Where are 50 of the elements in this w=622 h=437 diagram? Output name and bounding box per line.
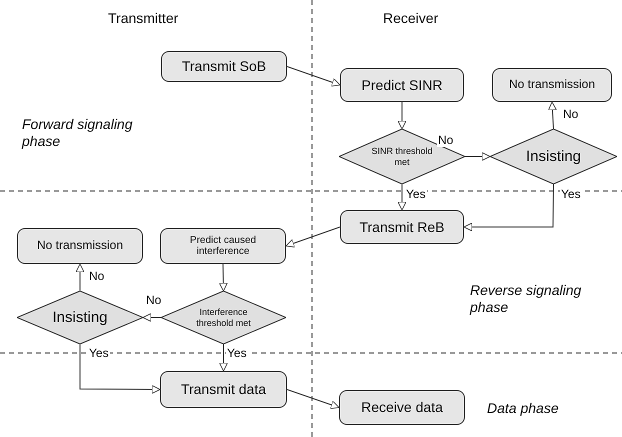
edge-label: No [88,270,106,284]
column-heading: Receiver [383,10,438,27]
arrow [398,102,406,130]
process-box [340,210,464,244]
node-label: Transmit data [180,381,266,398]
arrow [548,102,557,130]
edge-label: Yes [405,188,427,202]
arrow [219,344,228,372]
node-label: Predict SINR [362,76,442,94]
edge-label: Yes [560,188,582,202]
node-label: Predict caused interference [188,234,258,258]
arrow [464,184,554,232]
node-label: SINR threshold met [370,146,434,167]
decision-diamond [161,291,286,344]
arrow [76,264,84,292]
column-heading: Transmitter [108,10,178,27]
decision-diamond [490,129,617,184]
node-label: Receive data [361,399,443,416]
edge-label: No [145,294,162,308]
node-label: Interference threshold met [195,307,252,328]
process-box [161,51,287,82]
decision-diamond [339,129,465,184]
process-box [17,228,143,264]
arrow [142,313,162,322]
edge-label: No [437,134,454,148]
phase-label: Forward signaling phase [22,116,134,150]
edge-label: Yes [88,347,110,360]
arrow [80,344,160,394]
process-box [492,68,612,102]
arrow [218,264,228,292]
node-label: No transmission [36,239,124,253]
node-label: Transmit SoB [182,58,266,75]
node-label: Insisting [526,148,582,166]
process-box [160,371,287,408]
phase-label: Data phase [487,400,559,417]
node-label: Transmit ReB [359,218,445,236]
process-box [340,68,464,102]
arrow [286,226,340,248]
phase-label: Reverse signaling phase [470,282,582,316]
decision-diamond [17,291,143,344]
arrow [286,389,340,410]
process-box [160,228,286,264]
arrow [286,66,340,87]
edge-label: Yes [226,347,248,360]
arrow [398,184,406,210]
edge-label: No [562,108,580,122]
process-box [339,390,465,425]
node-label: No transmission [508,78,596,92]
node-label: Insisting [52,308,108,326]
arrow [464,152,490,161]
